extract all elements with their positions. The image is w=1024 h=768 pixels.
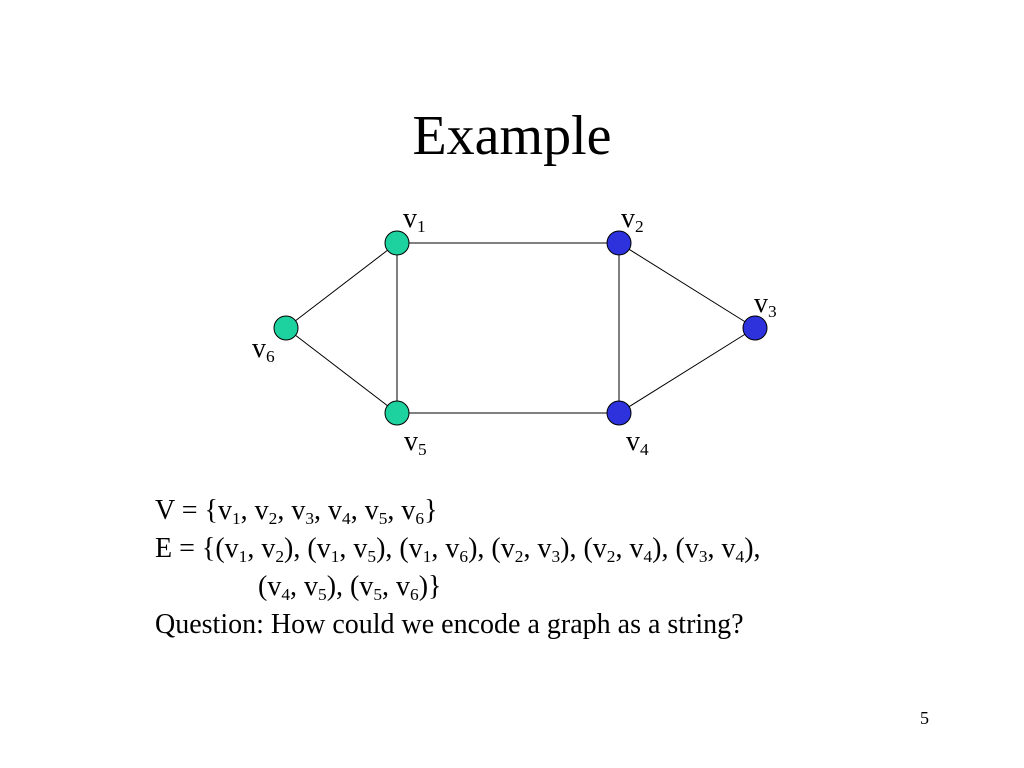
edge-v1-v6 bbox=[285, 242, 398, 329]
vertex-v1 bbox=[384, 230, 410, 256]
vertex-label-v1: v1 bbox=[403, 203, 426, 237]
vertex-v4 bbox=[606, 400, 632, 426]
vertex-label-v2: v2 bbox=[621, 203, 644, 237]
edge-v2-v3 bbox=[618, 242, 756, 329]
graph-nodes bbox=[273, 230, 768, 426]
vertex-v3 bbox=[742, 315, 768, 341]
vertex-label-v4: v4 bbox=[626, 426, 649, 460]
body-text: V = {v1, v2, v3, v4, v5, v6} E = {(v1, v… bbox=[155, 492, 761, 644]
question-line: Question: How could we encode a graph as… bbox=[155, 609, 744, 640]
vertex-label-v5: v5 bbox=[404, 426, 427, 460]
vertex-label-v6: v6 bbox=[252, 333, 275, 367]
page-number: 5 bbox=[920, 708, 929, 728]
graph-edges bbox=[285, 242, 756, 414]
slide-title: Example bbox=[412, 105, 612, 167]
edge-v3-v4 bbox=[618, 327, 756, 414]
vertex-set-line: V = {v1, v2, v3, v4, v5, v6} bbox=[155, 495, 438, 529]
vertex-v2 bbox=[606, 230, 632, 256]
edge-v5-v6 bbox=[285, 327, 398, 414]
edge-set-continuation: (v4, v5), (v5, v6)} bbox=[258, 571, 442, 605]
graph-diagram bbox=[273, 230, 768, 426]
vertex-v5 bbox=[384, 400, 410, 426]
edge-set-line: E = {(v1, v2), (v1, v5), (v1, v6), (v2, … bbox=[155, 533, 761, 567]
vertex-label-v3: v3 bbox=[754, 288, 777, 322]
vertex-v6 bbox=[273, 315, 299, 341]
